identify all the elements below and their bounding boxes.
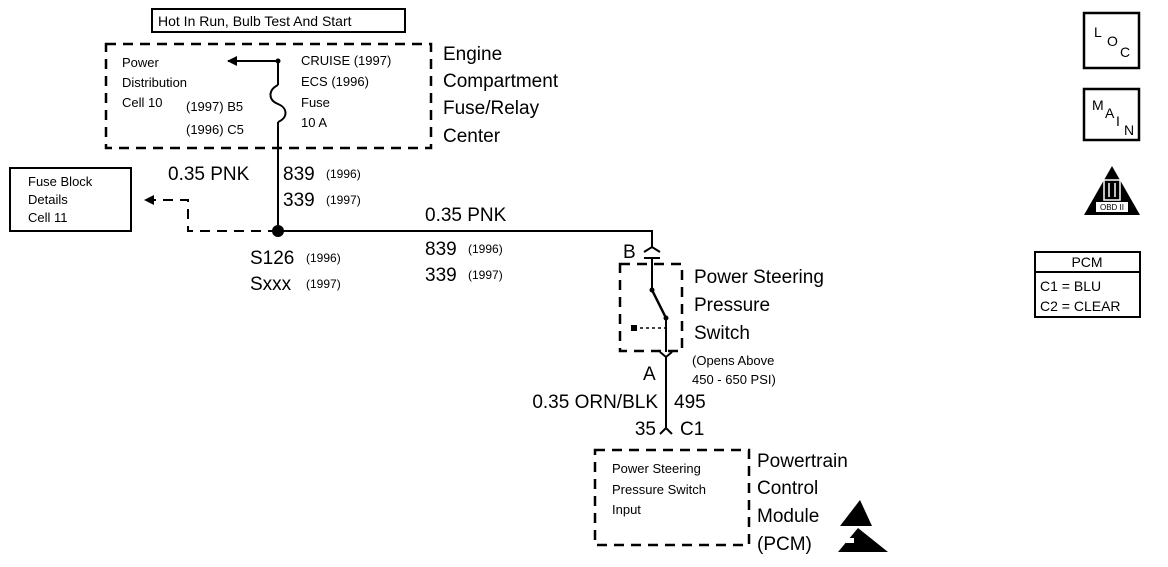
pdc-feed xyxy=(227,56,281,66)
splice-name-1996: S126 xyxy=(250,248,294,269)
right-wire-yr-1996: (1996) xyxy=(468,242,503,256)
fuse-symbol xyxy=(269,61,287,231)
pcm-title-3: Module xyxy=(757,506,819,527)
svg-text:C: C xyxy=(1120,44,1130,60)
pcm-legend-c2: C2 = CLEAR xyxy=(1040,298,1121,314)
fuse-text-1: CRUISE (1997) xyxy=(301,53,391,68)
esd-warning-icon xyxy=(838,500,888,552)
upper-wire-labels: 0.35 PNK 839 (1996) 339 (1997) xyxy=(168,164,361,211)
pcm-connector-pin: 35 xyxy=(635,419,656,440)
loc-icon[interactable]: L O C xyxy=(1082,11,1141,70)
pcm-connector-legend: PCM C1 = BLU C2 = CLEAR xyxy=(1034,251,1141,318)
fuse-text-3: Fuse xyxy=(301,95,330,110)
hot-in-run-label: Hot In Run, Bulb Test And Start xyxy=(151,8,406,33)
splice: S126 (1996) Sxxx (1997) xyxy=(250,225,341,295)
right-wire-circuit-1996: 839 xyxy=(425,239,457,260)
fuse-1997-label: (1997) B5 xyxy=(186,99,243,114)
pdc-label-2: Distribution xyxy=(122,75,187,90)
svg-text:N: N xyxy=(1124,122,1134,138)
upper-wire-yr-1996: (1996) xyxy=(326,167,361,181)
pcm-input-1: Power Steering xyxy=(612,461,701,476)
pcm-input-2: Pressure Switch xyxy=(612,482,706,497)
right-wire-yr-1997: (1997) xyxy=(468,268,503,282)
lower-wire: 0.35 ORN/BLK 495 35 C1 xyxy=(532,357,706,440)
lower-wire-circuit: 495 xyxy=(674,392,706,413)
pdc-label-3: Cell 10 xyxy=(122,95,162,110)
fuse-center-title-1: Engine xyxy=(443,44,502,65)
splice-name-1997: Sxxx xyxy=(250,274,292,295)
right-wire: 0.35 PNK 839 (1996) 339 (1997) xyxy=(278,205,653,286)
pcm-module: Power Steering Pressure Switch Input Pow… xyxy=(593,448,888,555)
right-wire-circuit-1997: 339 xyxy=(425,265,457,286)
switch-title-1: Power Steering xyxy=(694,267,824,288)
switch-title-2: Pressure xyxy=(694,295,770,316)
svg-text:A: A xyxy=(1105,105,1115,121)
obd-ii-icon[interactable]: OBD II xyxy=(1084,166,1140,215)
pcm-legend-title: PCM xyxy=(1071,254,1102,270)
fuse-block-box: Fuse Block Details Cell 11 xyxy=(9,167,132,232)
fuse-block-line-1: Fuse Block xyxy=(28,174,93,189)
switch-note-2: 450 - 650 PSI) xyxy=(692,372,776,387)
splice-yr-1997: (1997) xyxy=(306,277,341,291)
fuse-block-line-3: Cell 11 xyxy=(28,210,68,225)
switch-pin-a: A xyxy=(643,364,656,385)
svg-text:OBD II: OBD II xyxy=(1100,203,1124,212)
splice-yr-1996: (1996) xyxy=(306,251,341,265)
pcm-legend-c1: C1 = BLU xyxy=(1040,278,1101,294)
svg-text:M: M xyxy=(1092,97,1104,113)
pcm-title-1: Powertrain xyxy=(757,451,848,472)
switch-pin-b: B xyxy=(623,242,636,263)
pcm-connector-name: C1 xyxy=(680,419,704,440)
svg-text:O: O xyxy=(1107,33,1118,49)
pcm-title-2: Control xyxy=(757,478,818,499)
svg-text:L: L xyxy=(1094,24,1102,40)
fuse-block-branch xyxy=(144,195,278,232)
upper-wire-circuit-1996: 839 xyxy=(283,164,315,185)
fuse-center-title-2: Compartment xyxy=(443,71,559,92)
pcm-input-3: Input xyxy=(612,502,641,517)
right-wire-color: 0.35 PNK xyxy=(425,205,507,226)
fuse-center-title-4: Center xyxy=(443,126,501,147)
fuse-1996-label: (1996) C5 xyxy=(186,122,244,137)
pdc-label-1: Power xyxy=(122,55,160,70)
upper-wire-color: 0.35 PNK xyxy=(168,164,250,185)
fuse-block-line-2: Details xyxy=(28,192,68,207)
lower-wire-color: 0.35 ORN/BLK xyxy=(532,392,658,413)
upper-wire-yr-1997: (1997) xyxy=(326,193,361,207)
switch-title-3: Switch xyxy=(694,323,750,344)
svg-text:I: I xyxy=(1116,113,1120,129)
pcm-title-4: (PCM) xyxy=(757,534,812,555)
pressure-switch: B A Power Steering Pressure Switch (Open… xyxy=(618,242,824,387)
fuse-center-title-3: Fuse/Relay xyxy=(443,98,540,119)
upper-wire-circuit-1997: 339 xyxy=(283,190,315,211)
svg-text:Hot In Run, Bulb Test And Star: Hot In Run, Bulb Test And Start xyxy=(158,13,352,29)
fuse-text-4: 10 A xyxy=(301,115,327,130)
fuse-text-2: ECS (1996) xyxy=(301,74,369,89)
fuse-relay-center: Engine Compartment Fuse/Relay Center Pow… xyxy=(104,42,559,150)
switch-note-1: (Opens Above xyxy=(692,353,774,368)
main-icon[interactable]: M A I N xyxy=(1082,87,1141,142)
